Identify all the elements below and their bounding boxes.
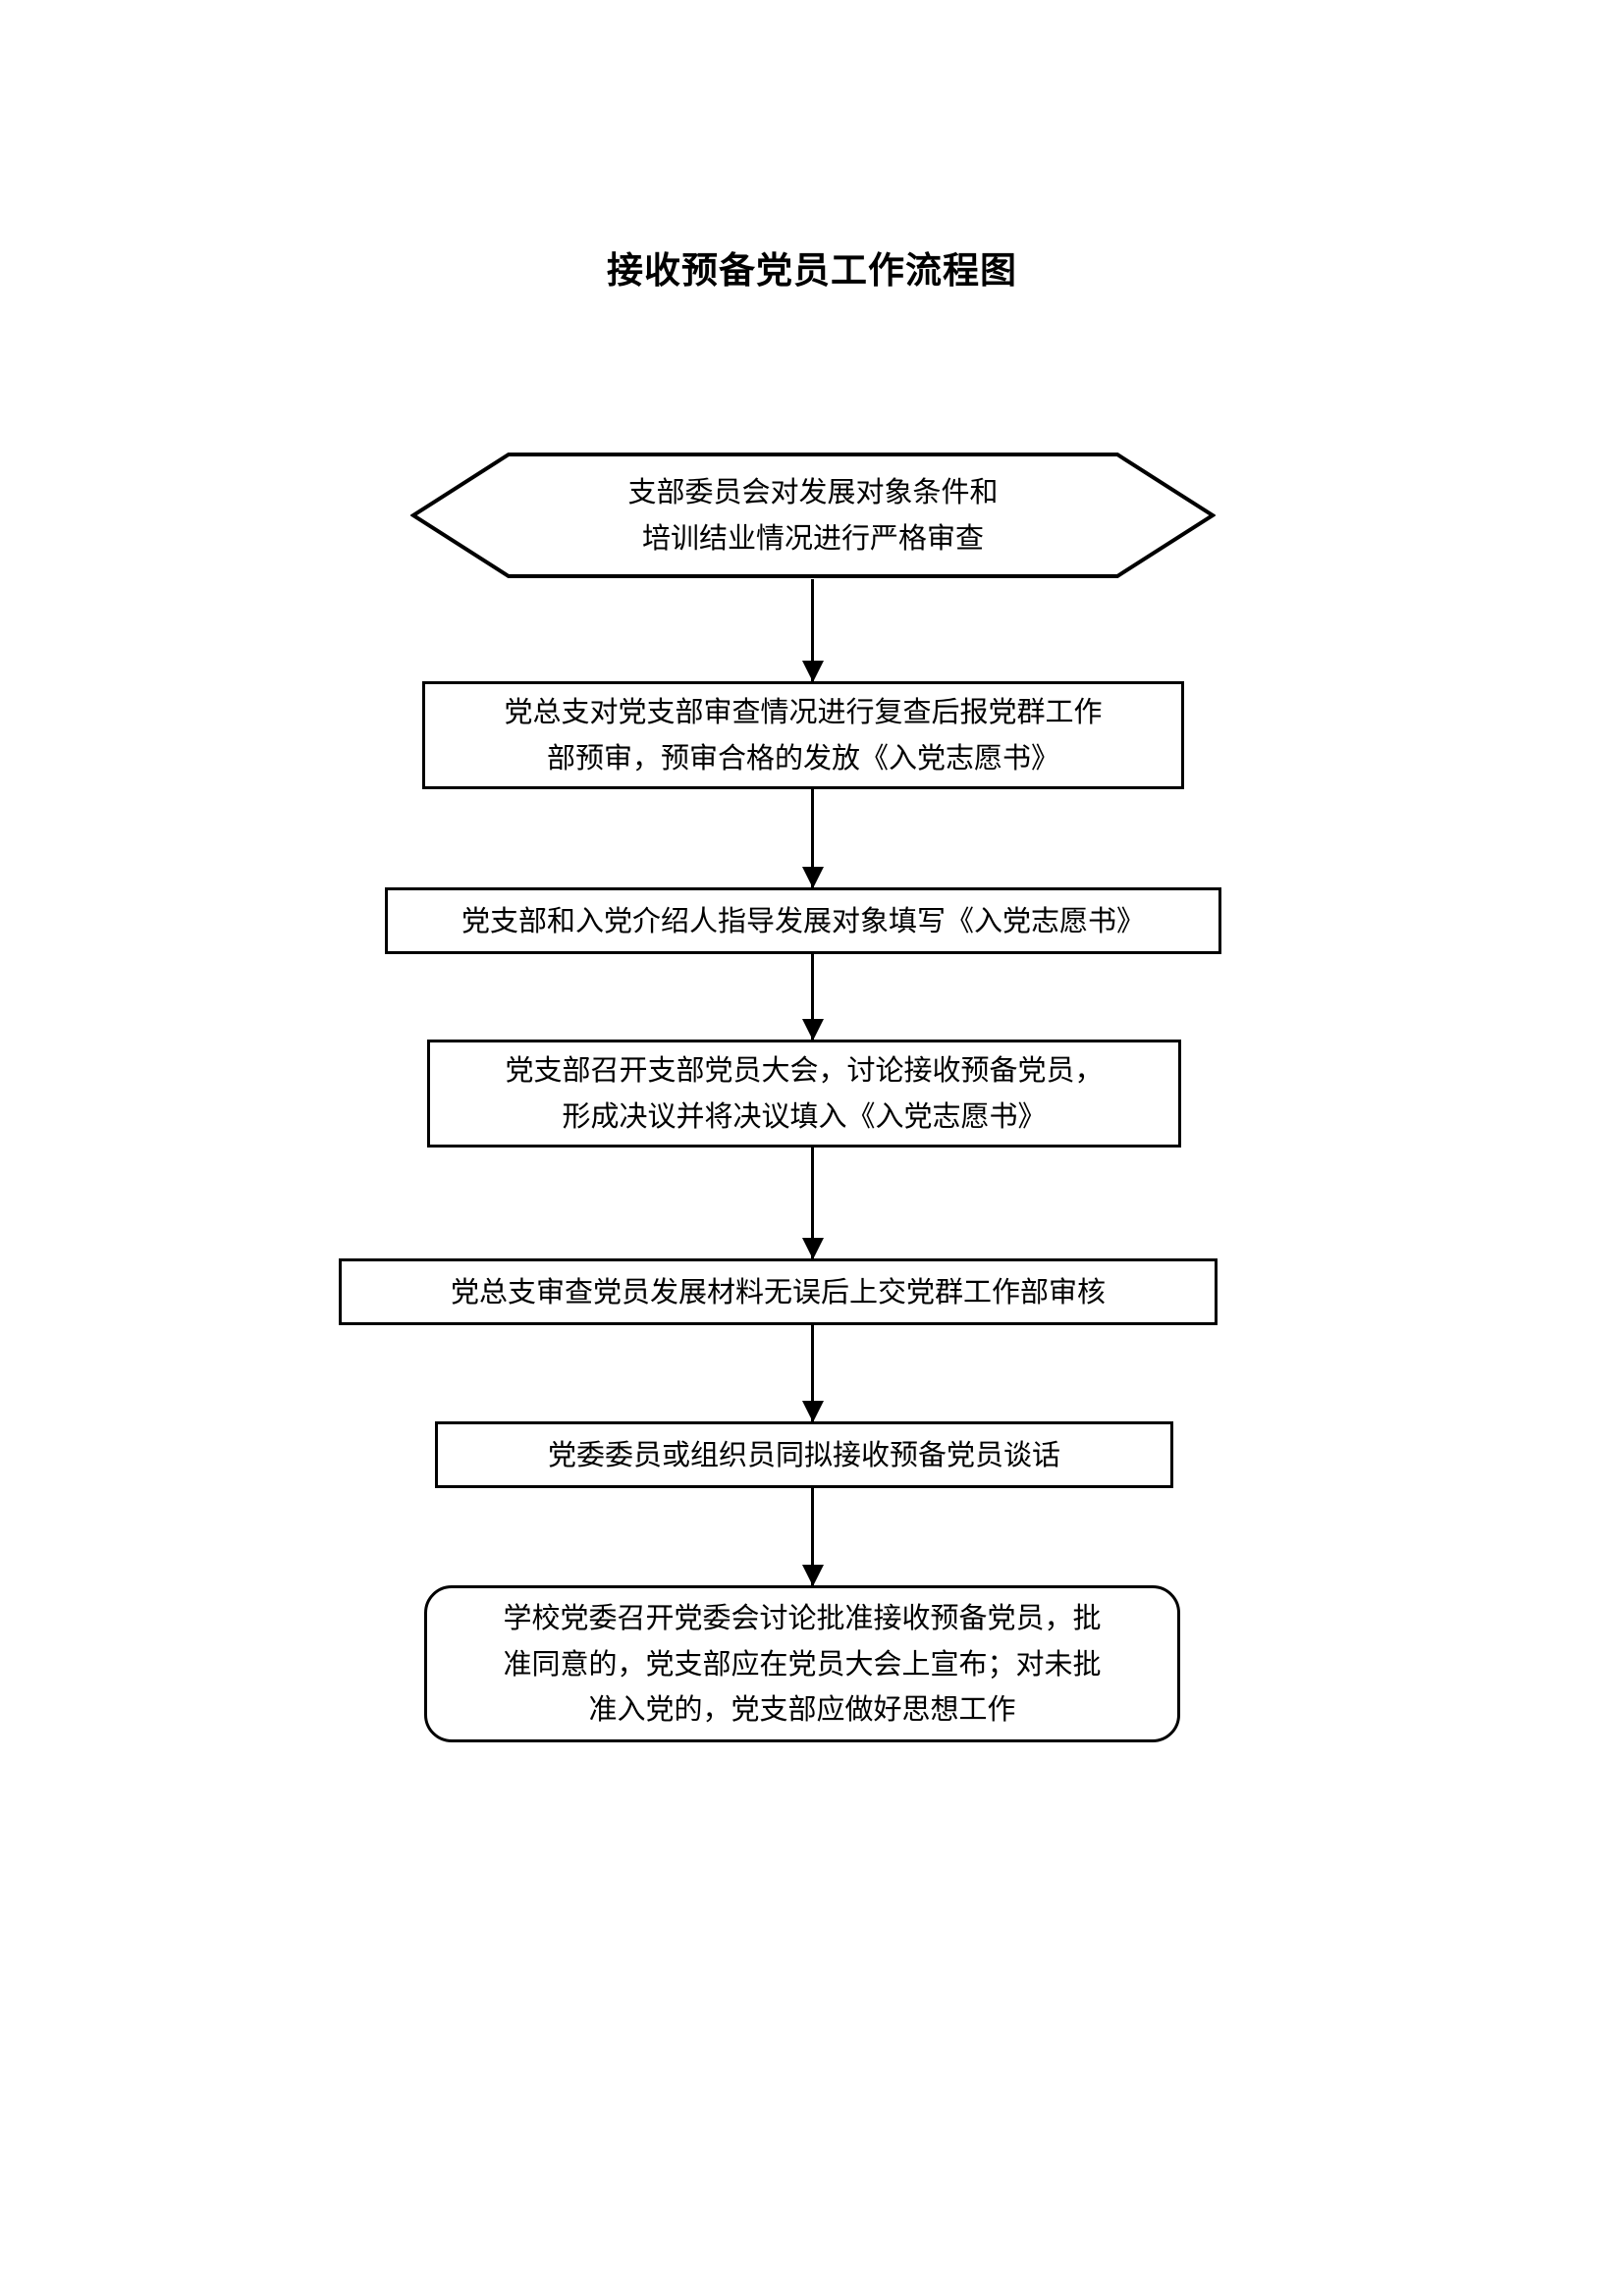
flow-node-1-label: 支部委员会对发展对象条件和 培训结业情况进行严格审查: [627, 475, 999, 555]
arrowhead-down-icon: [801, 1019, 824, 1041]
arrowhead-down-icon: [801, 661, 824, 682]
flow-arrow-5: [801, 1325, 824, 1422]
flow-node-6[interactable]: 党委委员或组织员同拟接收预备党员谈话: [435, 1421, 1173, 1488]
flow-node-6-label: 党委委员或组织员同拟接收预备党员谈话: [547, 1437, 1060, 1471]
flow-arrow-1: [801, 579, 824, 682]
flow-node-5-label: 党总支审查党员发展材料无误后上交党群工作部审核: [450, 1274, 1106, 1308]
arrowhead-down-icon: [801, 1401, 824, 1422]
flow-node-2-label: 党总支对党支部审查情况进行复查后报党群工作 部预审，预审合格的发放《入党志愿书》: [504, 695, 1103, 774]
arrowhead-down-icon: [801, 867, 824, 888]
flow-node-2[interactable]: 党总支对党支部审查情况进行复查后报党群工作 部预审，预审合格的发放《入党志愿书》: [422, 681, 1184, 789]
arrowhead-down-icon: [801, 1565, 824, 1586]
flow-node-7[interactable]: 学校党委召开党委会讨论批准接收预备党员，批 准同意的，党支部应在党员大会上宣布；…: [424, 1585, 1180, 1742]
flow-node-1[interactable]: 支部委员会对发展对象条件和 培训结业情况进行严格审查: [410, 452, 1216, 579]
flow-arrow-6: [801, 1488, 824, 1586]
page-title: 接收预备党员工作流程图: [607, 248, 1017, 292]
flow-arrow-4: [801, 1148, 824, 1259]
flow-arrow-3: [801, 954, 824, 1041]
flow-node-5[interactable]: 党总支审查党员发展材料无误后上交党群工作部审核: [339, 1258, 1218, 1325]
flow-node-4-label: 党支部召开支部党员大会，讨论接收预备党员， 形成决议并将决议填入《入党志愿书》: [505, 1053, 1104, 1133]
hexagon-shape: [410, 452, 1216, 579]
flow-node-4[interactable]: 党支部召开支部党员大会，讨论接收预备党员， 形成决议并将决议填入《入党志愿书》: [427, 1040, 1181, 1148]
flow-node-7-label: 学校党委召开党委会讨论批准接收预备党员，批 准同意的，党支部应在党员大会上宣布；…: [503, 1600, 1102, 1727]
arrowhead-down-icon: [801, 1238, 824, 1259]
flow-node-3-label: 党支部和入党介绍人指导发展对象填写《入党志愿书》: [460, 903, 1145, 937]
flow-node-3[interactable]: 党支部和入党介绍人指导发展对象填写《入党志愿书》: [385, 887, 1221, 954]
flow-arrow-2: [801, 789, 824, 888]
